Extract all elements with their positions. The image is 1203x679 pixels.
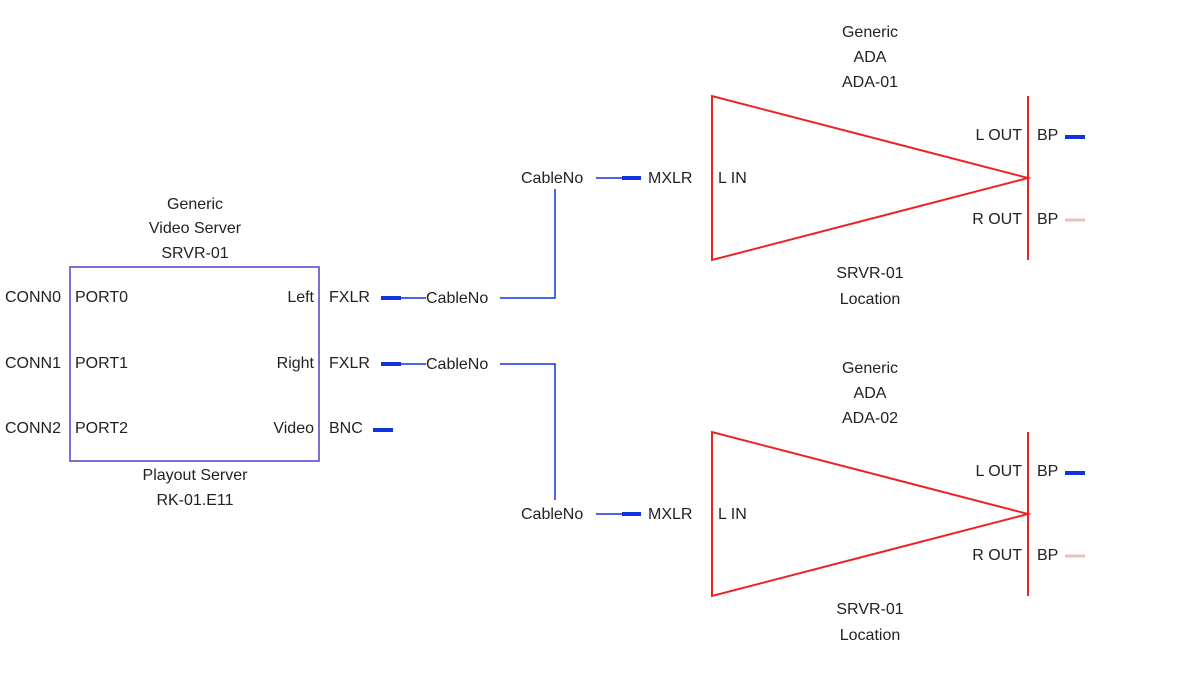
ada-01-header-line-1: Generic: [842, 24, 898, 41]
ada-02-output-connector-r[interactable]: BP: [1037, 547, 1058, 564]
ada-01-block[interactable]: Generic ADA ADA-01 MXLR L IN L OUT R OUT…: [648, 24, 1085, 308]
ada-02-input-label: L IN: [718, 506, 747, 523]
ada-01-input-connector[interactable]: MXLR: [648, 170, 692, 187]
ada-02-output-label-l: L OUT: [975, 463, 1022, 480]
server-box: [69, 266, 320, 462]
ada-01-input-label: L IN: [718, 170, 747, 187]
cable-2-run[interactable]: [500, 363, 556, 500]
server-footer-line-1: Playout Server: [143, 467, 249, 484]
ada-02-output-label-r: R OUT: [972, 547, 1022, 564]
ada-01-output-label-r: R OUT: [972, 211, 1022, 228]
cable-2-source-label[interactable]: CableNo: [426, 356, 488, 373]
ada-02-input-connector[interactable]: MXLR: [648, 506, 692, 523]
video-server-block[interactable]: Generic Video Server SRVR-01 PORT0 PORT1…: [69, 196, 320, 509]
connector-fxlr-right[interactable]: FXLR: [329, 355, 370, 372]
cable-1-run[interactable]: [500, 189, 556, 299]
ada-01-footer-line-2: Location: [840, 291, 901, 308]
ada-02-output-connector-l[interactable]: BP: [1037, 463, 1058, 480]
server-port-0: PORT0: [75, 289, 128, 306]
cable-1-dest-label[interactable]: CableNo: [521, 170, 583, 187]
server-port-right: Right: [277, 355, 315, 372]
ada-02-block[interactable]: Generic ADA ADA-02 MXLR L IN L OUT R OUT…: [648, 360, 1085, 644]
server-header-line-1: Generic: [167, 196, 223, 213]
ada-01-header-line-3: ADA-01: [842, 74, 898, 91]
ada-01-output-label-l: L OUT: [975, 127, 1022, 144]
server-header-line-2: Video Server: [149, 220, 242, 237]
ada-01-amplifier-triangle: [711, 94, 1032, 262]
conn-label-0: CONN0: [5, 289, 61, 306]
ada-02-header-line-2: ADA: [854, 385, 887, 402]
cable-1-source-label[interactable]: CableNo: [426, 290, 488, 307]
ada-01-footer-line-1: SRVR-01: [836, 265, 903, 282]
ada-01-output-connector-l[interactable]: BP: [1037, 127, 1058, 144]
ada-02-amplifier-triangle: [711, 430, 1032, 598]
ada-02-header-line-1: Generic: [842, 360, 898, 377]
server-header-line-3: SRVR-01: [161, 245, 228, 262]
server-footer-line-2: RK-01.E11: [156, 492, 233, 509]
ada-02-header-line-3: ADA-02: [842, 410, 898, 427]
ada-02-footer-line-2: Location: [840, 627, 901, 644]
connector-bnc-video[interactable]: BNC: [329, 420, 363, 437]
ada-01-output-connector-r[interactable]: BP: [1037, 211, 1058, 228]
server-port-left: Left: [287, 289, 314, 306]
ada-01-header-line-2: ADA: [854, 49, 887, 66]
conn-label-2: CONN2: [5, 420, 61, 437]
server-port-2: PORT2: [75, 420, 128, 437]
connector-fxlr-left[interactable]: FXLR: [329, 289, 370, 306]
server-port-video: Video: [273, 420, 314, 437]
ada-02-footer-line-1: SRVR-01: [836, 601, 903, 618]
conn-label-1: CONN1: [5, 355, 61, 372]
cable-2-dest-label[interactable]: CableNo: [521, 506, 583, 523]
server-port-1: PORT1: [75, 355, 128, 372]
